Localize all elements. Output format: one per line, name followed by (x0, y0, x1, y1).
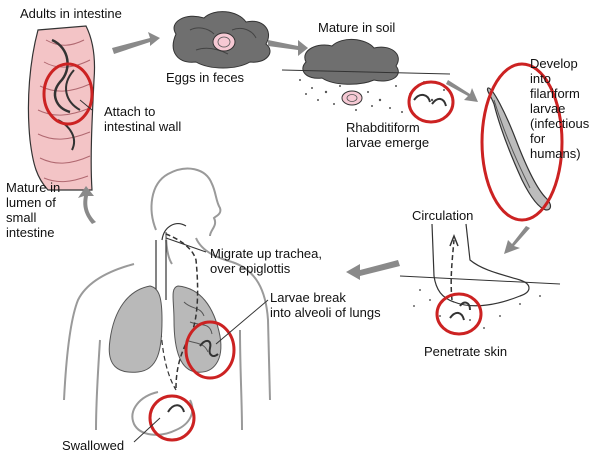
label-line: Attach to (104, 104, 156, 119)
larva-penetrating-1 (449, 312, 465, 321)
highlight-circle-swallowed (148, 394, 196, 442)
egg-in-feces (212, 32, 236, 52)
filariform-larva (486, 87, 552, 211)
pointer-swallowed (133, 417, 161, 443)
label-swallowed: Swallowed (62, 438, 125, 453)
larva-penetrating-2 (459, 301, 471, 311)
label-circulation: Circulation (412, 208, 474, 223)
soil-illustration (281, 39, 451, 113)
label-line: over epiglottis (210, 261, 291, 276)
label-line: filariform (530, 86, 580, 101)
highlight-circle-alveoli (184, 320, 236, 380)
feces-illustration (172, 11, 271, 69)
label-line: lumen of (6, 195, 56, 210)
label-line: humans) (530, 146, 581, 161)
label-rhabditiform-larvae: Rhabditiform larvae emerge (346, 120, 429, 150)
highlight-circle-penetrate (435, 292, 483, 336)
rhabditiform-larva-2 (431, 98, 447, 107)
label-migrate-up-trachea: Migrate up trachea, over epiglottis (210, 246, 322, 276)
label-line: Mature in (6, 180, 61, 195)
label-mature-in-lumen: Mature in lumen of small intestine (6, 180, 60, 240)
swallowed-larva (167, 404, 185, 413)
label-line: (infectious (530, 116, 590, 131)
highlight-circle-rhabditiform (407, 80, 455, 124)
label-attach-to-intestinal-wall: Attach to intestinal wall (104, 104, 181, 134)
label-penetrate-skin: Penetrate skin (424, 344, 508, 359)
label-line: intestine (6, 225, 55, 240)
egg-in-soil (341, 90, 363, 106)
label-line: for (530, 131, 546, 146)
label-line: small (6, 210, 37, 225)
label-line: intestinal wall (104, 119, 182, 134)
label-larvae-break-into-alveoli: Larvae break into alveoli of lungs (270, 290, 381, 320)
arrow-filariform-to-foot (504, 226, 530, 254)
foot-illustration (399, 223, 561, 329)
arrow-feces-to-soil (268, 40, 308, 56)
label-eggs-in-feces: Eggs in feces (166, 70, 245, 85)
label-adults-in-intestine: Adults in intestine (20, 6, 122, 21)
cycle-arrows (78, 32, 530, 280)
label-line: into (530, 71, 551, 86)
label-line: Migrate up trachea, (210, 246, 323, 261)
label-develop-filariform: Develop into filariform larvae (infectio… (530, 56, 589, 161)
pointer-attach (79, 99, 93, 111)
highlight-circle-filariform (480, 62, 564, 222)
adult-worm-1 (51, 38, 71, 114)
label-line: Develop (530, 56, 578, 71)
label-mature-in-soil: Mature in soil (318, 20, 396, 35)
arrow-intestine-to-feces (112, 32, 160, 54)
label-line: Rhabditiform (346, 120, 420, 135)
label-line: larvae emerge (346, 135, 430, 150)
label-line: larvae (530, 101, 566, 116)
pointer-alveoli (215, 299, 269, 345)
adult-worm-2 (65, 69, 81, 111)
highlight-circle-adults (42, 62, 94, 126)
arrow-body-to-intestine (78, 186, 96, 224)
label-line: Larvae break (270, 290, 346, 305)
arrow-foot-to-body (346, 260, 400, 280)
pointer-trachea (165, 237, 207, 253)
human-body-illustration (63, 167, 271, 431)
label-line: into alveoli of lungs (270, 305, 381, 320)
rhabditiform-larva-1 (413, 94, 431, 103)
arrow-soil-to-filariform (446, 80, 478, 102)
intestine-illustration (27, 25, 96, 191)
larva-in-lung (199, 340, 219, 357)
stomach (131, 391, 194, 436)
